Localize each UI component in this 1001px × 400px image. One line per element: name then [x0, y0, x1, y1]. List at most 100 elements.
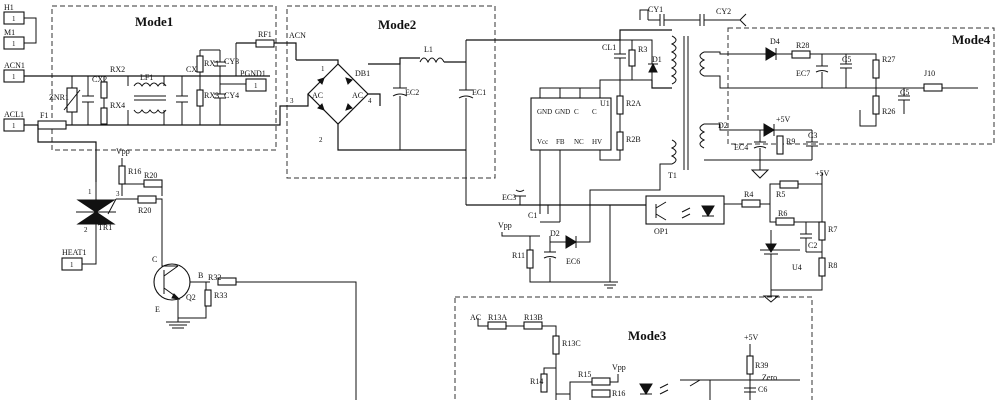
svg-text:L1: L1: [424, 45, 433, 54]
wire-l-line: [66, 105, 292, 126]
svg-text:1: 1: [12, 40, 16, 48]
wire-sec-mid: [704, 75, 876, 89]
wire-heat1: [82, 248, 97, 265]
svg-text:EC4: EC4: [734, 143, 748, 152]
svg-text:4: 4: [368, 97, 372, 105]
svg-text:AC: AC: [352, 91, 363, 100]
svg-text:GND: GND: [537, 108, 552, 116]
resistor-r2a: R2A: [616, 95, 641, 115]
resistor-r14: R14: [530, 373, 548, 393]
wire-h1-m1: [24, 17, 37, 44]
resistor-r7: R7: [818, 221, 837, 241]
resistor-r33: R33: [204, 289, 227, 307]
svg-text:OP1: OP1: [654, 227, 668, 236]
svg-text:CY2: CY2: [716, 7, 731, 16]
svg-text:R2B: R2B: [626, 135, 641, 144]
terminal-heat1: HEAT1 1: [61, 248, 86, 271]
resistor-r11: R11: [512, 249, 534, 269]
capacitor-ec3: EC3: [502, 189, 526, 205]
svg-text:HEAT1: HEAT1: [62, 248, 86, 257]
ground-5v: [750, 160, 770, 179]
svg-text:EC7: EC7: [796, 69, 810, 78]
svg-text:D1: D1: [652, 55, 662, 64]
diode-d1: D1: [648, 55, 662, 73]
svg-text:FB: FB: [556, 138, 565, 146]
resistor-rf1: RF1: [255, 30, 275, 48]
wire-vpp-1: [501, 232, 610, 283]
resistor-r20: R20: [143, 171, 163, 188]
mode4-title: Mode4: [952, 32, 991, 47]
label-acn: ACN: [289, 31, 306, 40]
wire-bridge-bottom: [337, 124, 400, 151]
svg-text:C1: C1: [528, 211, 537, 220]
diode-d4: D4: [765, 37, 780, 61]
resistor-j10-series: J10: [923, 69, 943, 92]
svg-text:PGND1: PGND1: [240, 69, 266, 78]
svg-text:F1: F1: [40, 111, 48, 120]
svg-text:3: 3: [290, 97, 294, 105]
capacitor-ec7: EC7: [796, 54, 829, 88]
svg-text:R39: R39: [755, 361, 768, 370]
resistor-rx3: RX3: [196, 82, 219, 125]
svg-text:D2: D2: [718, 121, 728, 130]
svg-text:R33: R33: [214, 291, 227, 300]
svg-text:U1: U1: [600, 99, 610, 108]
svg-text:R20: R20: [138, 206, 151, 215]
svg-text:R15: R15: [578, 370, 591, 379]
resistor-r8: R8: [818, 257, 837, 277]
svg-text:T1: T1: [668, 171, 677, 180]
svg-text:C: C: [592, 108, 597, 116]
svg-text:AC: AC: [312, 91, 323, 100]
svg-text:R16: R16: [128, 167, 141, 176]
mode2-title: Mode2: [378, 17, 416, 32]
svg-text:RX1: RX1: [204, 59, 219, 68]
terminal-m1: M1 1: [3, 28, 25, 50]
capacitor-ec4: EC4: [734, 130, 767, 160]
resistor-r28: R28: [791, 41, 811, 59]
resistor-r20-b: R20: [137, 195, 157, 215]
svg-text:C: C: [152, 255, 157, 264]
resistor-r15: R15: [578, 370, 611, 386]
svg-text:E: E: [155, 305, 160, 314]
wire-cy-left: [639, 9, 649, 20]
mode1-title: Mode1: [135, 14, 173, 29]
wire-bridge-right: [368, 93, 381, 106]
wire-u1-drain: [599, 79, 652, 88]
label-5v-2: +5V: [815, 169, 830, 178]
wire-divider: [859, 78, 904, 127]
svg-text:RX3: RX3: [204, 91, 219, 100]
wire-drain: [651, 80, 672, 89]
terminal-h1: H1 1: [3, 3, 25, 25]
wire-cy-mid: [200, 49, 236, 85]
inductor-l1: L1: [419, 45, 445, 64]
resistor-r16-mode3: R16: [591, 389, 625, 398]
diode-d2: D2: [550, 229, 577, 249]
resistor-r32: R32: [208, 273, 237, 286]
svg-text:R14: R14: [530, 377, 543, 386]
resistor-r2b: R2B: [616, 131, 641, 151]
wire-5v-rails: [704, 129, 812, 161]
svg-text:R20: R20: [144, 171, 157, 180]
wire-u1-top: [539, 87, 601, 98]
optocoupler-op1: OP1: [645, 195, 725, 236]
svg-text:ACL1: ACL1: [4, 110, 24, 119]
svg-text:TR1: TR1: [98, 223, 112, 232]
capacitor-cx1: CX1: [176, 65, 201, 125]
svg-text:R9: R9: [786, 137, 795, 146]
svg-text:Q2: Q2: [186, 293, 196, 302]
wire-gate: [116, 198, 163, 260]
svg-text:R13A: R13A: [488, 313, 507, 322]
ground-q2: [166, 318, 190, 329]
svg-text:M1: M1: [4, 28, 15, 37]
diode-d2b: D2: [718, 121, 775, 137]
svg-text:1: 1: [254, 82, 258, 90]
capacitor-cy1: CY1: [648, 5, 700, 26]
svg-text:EC1: EC1: [472, 88, 486, 97]
svg-text:1: 1: [70, 261, 74, 269]
label-ac3: AC: [470, 313, 481, 322]
wire-bridge-left: [292, 94, 309, 107]
svg-text:H1: H1: [4, 3, 14, 12]
wire-primary-gnd: [466, 200, 661, 206]
svg-text:B: B: [198, 271, 203, 280]
wire-feedback: [760, 184, 823, 291]
